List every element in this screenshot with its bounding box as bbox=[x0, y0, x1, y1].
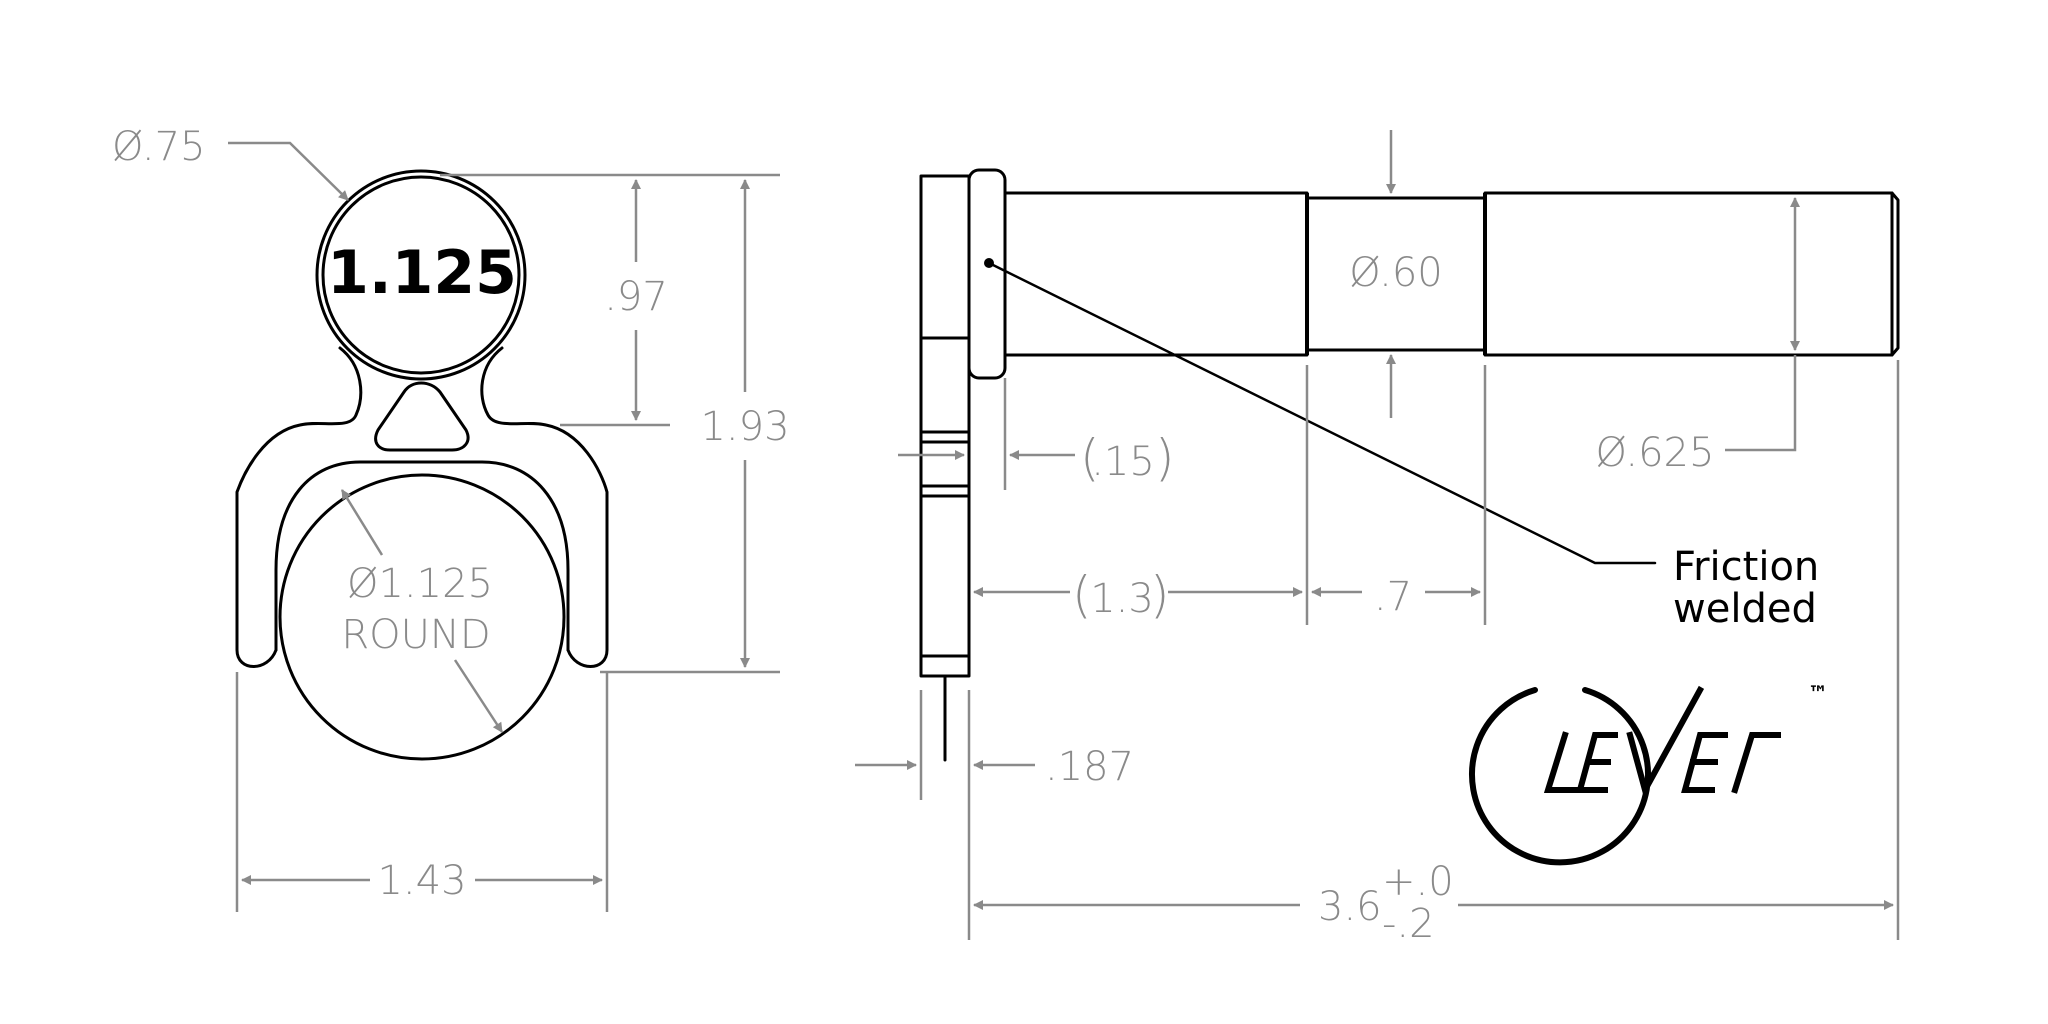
dim-bore-diameter: Ø1.125 bbox=[347, 561, 493, 607]
dim-collar-length: .15 bbox=[1091, 439, 1155, 485]
dim-diameter-top: Ø.75 bbox=[112, 124, 205, 170]
front-view-dimensions: Ø.75 .97 1.93 Ø1.125 ROUND 1.43 bbox=[112, 124, 790, 912]
dim-pin-diameter-end: Ø.625 bbox=[1596, 430, 1715, 476]
dim-height-total: 1.93 bbox=[700, 404, 789, 450]
weld-note-line1: Friction bbox=[1673, 544, 1819, 590]
plate bbox=[919, 174, 971, 678]
dim-height-upper: .97 bbox=[604, 274, 668, 320]
dim-width: 1.43 bbox=[377, 858, 466, 904]
shaft-section-1 bbox=[1003, 191, 1309, 357]
dim-pin-diameter-center: Ø.60 bbox=[1349, 250, 1442, 296]
dim-shaft-length-1: 1.3 bbox=[1090, 576, 1154, 622]
dim-groove-length: .7 bbox=[1374, 574, 1412, 620]
front-view-part: 1.125 bbox=[235, 169, 609, 761]
leader-bore-lower bbox=[453, 659, 504, 733]
side-view-dimensions: Ø.60 Ø.625 ( .15 ) ( 1.3 ) .7 .187 3.6 bbox=[855, 130, 1900, 947]
side-view-part: Friction welded bbox=[919, 168, 1900, 762]
shaft-section-2 bbox=[1483, 191, 1900, 357]
head-outer-circle bbox=[315, 169, 527, 381]
dim-tolerance-minus: -.2 bbox=[1382, 901, 1435, 947]
svg-text:(: ( bbox=[1072, 566, 1092, 624]
stamp-label: 1.125 bbox=[327, 238, 517, 308]
inner-arch bbox=[274, 460, 570, 652]
triangle-slot bbox=[374, 381, 470, 452]
dim-tolerance-plus: +.0 bbox=[1382, 859, 1454, 905]
trademark-symbol: ™ bbox=[1808, 681, 1828, 705]
logo-c-arc bbox=[1469, 687, 1651, 866]
svg-text:): ) bbox=[1155, 429, 1175, 487]
dim-overall-length: 3.6 bbox=[1318, 884, 1382, 930]
clever-logo: ™ bbox=[1469, 681, 1828, 866]
weld-note-line2: welded bbox=[1673, 586, 1817, 632]
leader-0625 bbox=[1725, 355, 1797, 452]
svg-text:): ) bbox=[1150, 566, 1170, 624]
clamp-body-outline bbox=[235, 346, 609, 668]
leader-diameter-top bbox=[228, 141, 349, 201]
svg-text:(: ( bbox=[1080, 429, 1100, 487]
weld-collar bbox=[967, 168, 1007, 380]
leader-bore-upper bbox=[340, 489, 384, 556]
dim-bore-shape: ROUND bbox=[341, 612, 490, 658]
round-bore-circle bbox=[278, 473, 566, 761]
head-inner-circle bbox=[321, 175, 521, 375]
dim-plate-thickness: .187 bbox=[1045, 744, 1134, 790]
weld-leader bbox=[987, 261, 1657, 565]
